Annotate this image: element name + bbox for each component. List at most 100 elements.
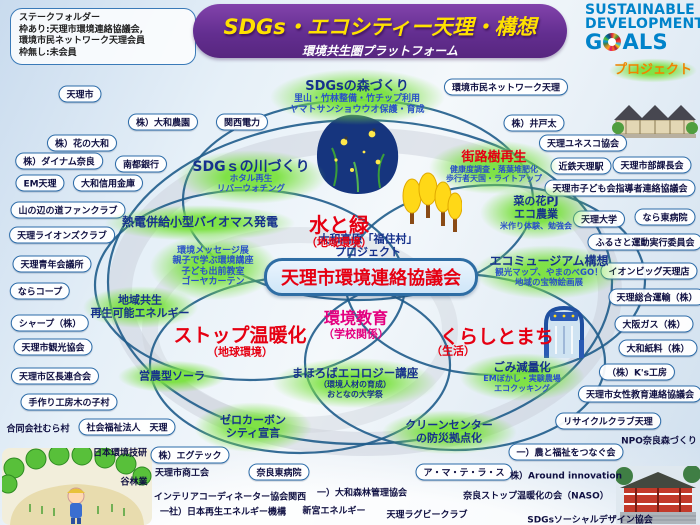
kinokomura: 手作り工房木の子村	[20, 393, 118, 411]
village-cartoon-illustration	[0, 444, 152, 525]
gomi-genryo-line: ごみ減量化	[493, 360, 551, 375]
tenri-kucho: 天理市区長連合会	[10, 367, 100, 385]
npo-nara-mori: NPO奈良森づくり	[621, 436, 697, 447]
nara-higashi-byoin: なら東病院	[634, 208, 696, 226]
title-banner: SDGs・エコシティー天理・構想 環境共生圏プラットフォーム	[193, 4, 567, 58]
kankyo-shimin-network: 環境市民ネットワーク天理	[443, 78, 569, 96]
kankyo-message: 環境メッセージ展親子で学ぶ環境講座子ども出前教室ゴーヤカーテン	[172, 246, 253, 288]
yamato-shiryo: 大和紙料（株）	[618, 339, 698, 357]
amaterasu: ア・マ・テ・ラ・ス	[415, 463, 513, 481]
shafuku-tenri: 社会福祉法人 天理	[78, 418, 176, 436]
zero-carbon-line: ゼロカーボン	[220, 413, 286, 427]
ecomuseum-line: 観光マップ、やまのべGO！	[495, 268, 603, 279]
gomi-genryo-line: エコクッキング	[494, 383, 550, 393]
stakeholder-line: 枠あり:天理市環境連絡協議会,	[19, 24, 144, 35]
idota: 株）井戸太	[503, 114, 565, 132]
chiiki-kyosei-line: 地域共生	[118, 293, 162, 307]
zero-carbon-line: シティ宣言	[225, 426, 281, 439]
yamato-shinkin: 大和信用金庫	[72, 174, 144, 192]
gairoju-saisei-line: 健康度調査・落葉堆肥化	[450, 165, 538, 175]
mizu-to-midori-line: （地域環境）	[306, 236, 372, 250]
stakeholder-line: 環境市民ネットワーク天理会員	[19, 36, 146, 47]
kintetsu-tenri-station: 近鉄天理駅	[550, 157, 612, 175]
sdg-logo-line2: DEVELOPMENT	[585, 16, 700, 33]
diagram-title: SDGs・エコシティー天理・構想	[223, 15, 537, 39]
tenri-lions: 天理ライオンズクラブ	[9, 226, 115, 244]
mizu-to-midori: 水と緑（地域環境）	[306, 213, 372, 250]
recycle-club-tenri: リサイクルクラブ天理	[555, 412, 661, 430]
aeon-big-tenri: イオンビッグ天理店	[600, 262, 698, 280]
nou-to-fukushi: 一）農と福祉をつなぐ会	[508, 443, 624, 461]
sharp: シャープ（株）	[10, 314, 90, 332]
mahoroba-ecology: まほろばエコロジー講座（環境人材の育成）おとなの大学祭	[291, 366, 419, 399]
nihon-kankyo-giken: 日本環境技研	[92, 448, 148, 459]
kankyo-kyoiku: 環境教育（学校関係）	[323, 309, 389, 340]
tenri-building-illustration	[612, 98, 698, 144]
project-badge: プロジェクト	[614, 62, 692, 77]
nihon-saisei-energy: 一社）日本再生エネルギー機構	[159, 507, 287, 518]
yamato-noen: 株）大和農園	[127, 113, 199, 131]
furusato-undo: ふるさと運動実行委員会	[587, 233, 700, 251]
sdgs-river-line: リバーウォチング	[216, 184, 286, 195]
clean-center: クリーンセンターの防災拠点化	[405, 418, 493, 445]
em-tenri: EM天理	[15, 174, 65, 192]
kurashi-seikatsu: （生活）	[431, 344, 475, 359]
kankyo-message-line: ゴーヤカーテン	[181, 277, 245, 288]
hana-no-yamato: 株）花の大和	[46, 134, 118, 152]
sdgs-river-line: ホタル再生	[229, 174, 273, 185]
mura-mura: 合同会社むら村	[6, 424, 70, 435]
ks-kobo: （株）K's工房	[598, 363, 676, 381]
nanohana-eco-line: 米作り体験、勉強会	[500, 221, 572, 231]
fukuzumi-project-line: 大和高原「福住村」	[318, 232, 418, 246]
kankyo-message-line: 環境メッセージ展	[177, 246, 249, 257]
shrine-photo-illustration	[615, 465, 700, 525]
egutech: 株）エグテック	[150, 446, 230, 464]
nara-stop-ondanka-naso: 奈良ストップ温暖化の会（NASO）	[463, 491, 609, 502]
sdgs-river: SDGｓの川づくりホタル再生リバーウォチング	[192, 159, 309, 195]
biomass-hatsuden-line: 熱電併給小型バイオマス発電	[121, 215, 279, 230]
stop-ondanka-line: （地球環境）	[206, 345, 273, 359]
clean-center-line: の防災拠点化	[415, 431, 482, 444]
kurashi-to-machi-line: くらしとまち	[439, 325, 555, 348]
nanohana-eco-line: 菜の花PJ	[513, 194, 559, 208]
ecomuseum-line: 地域の宝物絵画展	[514, 277, 584, 288]
tenri-city: 天理市	[58, 85, 102, 103]
stakeholder-title: ステークフォルダー	[19, 13, 101, 23]
interior-coordinator-kansai: インテリアコーディネーター協会関西	[153, 492, 307, 503]
sdgs-social-design: SDGsソーシャルデザイン協会	[527, 515, 653, 525]
mahoroba-ecology-line: まほろばエコロジー講座	[291, 366, 419, 381]
gairoju-saisei-line: 街路樹再生	[461, 150, 527, 166]
sdg-goals-als: ALS	[622, 29, 668, 54]
zero-carbon: ゼロカーボンシティ宣言	[220, 413, 286, 440]
mahoroba-ecology-line: おとなの大学祭	[327, 389, 383, 399]
firefly-pond-illustration	[312, 112, 404, 200]
tenri-sogo-unyu: 天理総合運輸（株）	[608, 288, 700, 306]
ecomuseum-line: エコミュージアム構想	[489, 254, 609, 269]
gairoju-saisei: 街路樹再生健康度調査・落葉堆肥化歩行者天国・ライトアップ	[446, 150, 542, 184]
sdgs-river-line: SDGｓの川づくり	[192, 159, 310, 176]
around-innovation: 株）Around innovation	[510, 471, 622, 482]
tenri-jc: 天理青年会議所	[12, 255, 92, 273]
kurashi-seikatsu-line: （生活）	[431, 344, 475, 358]
sdgs-forest-line: ヤマトサンショウウオ保護・育成	[289, 104, 425, 115]
mahoroba-ecology-line: （環境人材の育成）	[319, 380, 391, 390]
gairoju-saisei-line: 歩行者天国・ライトアップ	[446, 174, 542, 184]
osaka-gas: 大阪ガス（株）	[614, 315, 694, 333]
kankyo-message-line: 親子で学ぶ環境講座	[172, 256, 254, 267]
dynam-nara: 株）ダイナム奈良	[15, 152, 103, 170]
project-badge-line: プロジェクト	[613, 62, 693, 78]
sdgs-forest-line: 里山・竹林整備・竹チップ利用	[293, 94, 421, 105]
clean-center-line: クリーンセンター	[405, 418, 493, 432]
sdgs-forest-line: SDGsの森づくり	[305, 79, 409, 95]
tenri-bukachokai: 天理市部課長会	[612, 156, 692, 174]
fukuzumi-project-line: プロジェクト	[335, 245, 401, 258]
gomi-genryo-line: EMぼかし・実験農場	[483, 374, 561, 384]
yamato-shinrin-kanri: 一）大和森林管理協会	[316, 488, 408, 499]
yamanobe-fanclub: 山の辺の道ファンクラブ	[10, 201, 126, 219]
ecomuseum: エコミュージアム構想観光マップ、やまのべGO！地域の宝物絵画展	[489, 254, 609, 289]
biomass-hatsuden: 熱電併給小型バイオマス発電	[121, 215, 279, 230]
einou-solar-line: 営農型ソーラ	[139, 369, 205, 383]
